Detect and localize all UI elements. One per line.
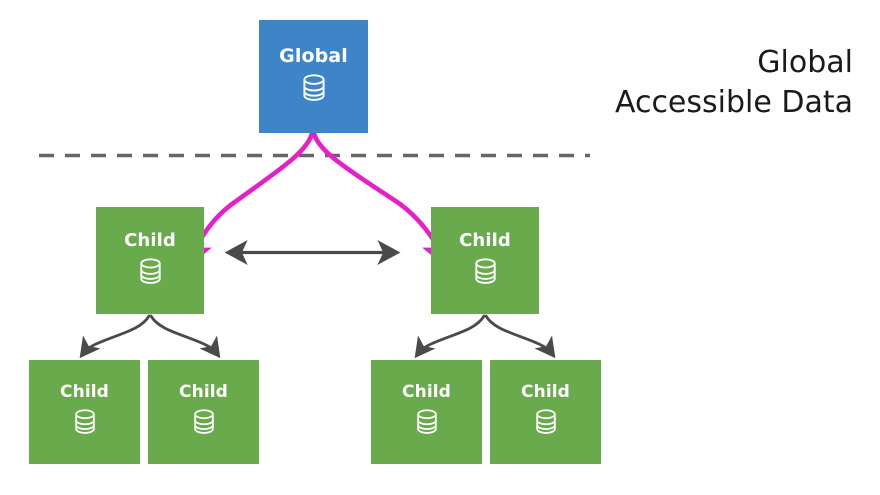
- node-leaf-3-label: Child: [402, 382, 451, 402]
- node-leaf-2[interactable]: Child: [148, 360, 259, 464]
- database-icon: [138, 257, 163, 290]
- database-icon: [415, 408, 439, 440]
- database-icon: [473, 257, 498, 290]
- node-mid-right[interactable]: Child: [431, 207, 539, 314]
- node-leaf-4[interactable]: Child: [490, 360, 601, 464]
- edge-global-to-mid-right: [311, 130, 450, 269]
- edge-global-to-mid-left: [184, 130, 315, 269]
- node-leaf-2-label: Child: [179, 382, 228, 402]
- database-icon: [534, 408, 558, 440]
- edge-mid-left-to-leaf-2: [149, 314, 221, 359]
- edge-mid-left-to-leaf-1: [79, 314, 151, 359]
- node-global[interactable]: Global: [259, 20, 368, 133]
- database-icon: [301, 73, 327, 107]
- node-mid-right-label: Child: [459, 229, 511, 251]
- caption-line-2: Accessible Data: [614, 84, 853, 120]
- edge-mid-right-to-leaf-4: [484, 314, 556, 359]
- node-mid-left[interactable]: Child: [96, 207, 204, 314]
- database-icon: [73, 408, 97, 440]
- node-global-label: Global: [279, 44, 348, 67]
- caption-line-1: Global: [757, 45, 853, 80]
- node-mid-left-label: Child: [124, 229, 176, 251]
- caption-block: Global Accessible Data: [615, 43, 853, 122]
- database-icon: [192, 408, 216, 440]
- edge-mid-right-to-leaf-3: [414, 314, 486, 359]
- node-leaf-3[interactable]: Child: [371, 360, 482, 464]
- node-leaf-1[interactable]: Child: [29, 360, 140, 464]
- node-leaf-4-label: Child: [521, 382, 570, 402]
- node-leaf-1-label: Child: [60, 382, 109, 402]
